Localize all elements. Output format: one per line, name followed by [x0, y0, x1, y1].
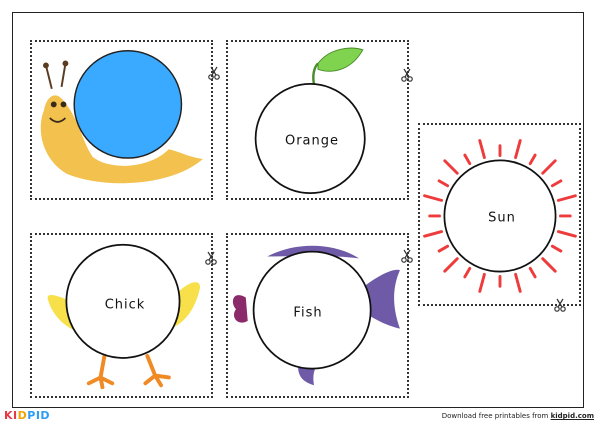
fish-illustration [232, 245, 400, 386]
sun-ray [463, 153, 472, 166]
scissors-icon [400, 249, 414, 263]
scissors-icon [400, 68, 414, 82]
sun-ray [437, 244, 450, 253]
sun-ray [423, 194, 444, 202]
sun-ray [514, 139, 522, 159]
worksheet-frame [12, 12, 584, 408]
sun-illustration [423, 139, 577, 293]
sun-label: Sun [488, 210, 516, 226]
snail-illustration [40, 50, 203, 184]
orange-illustration [254, 47, 366, 195]
scissors-icon [204, 251, 218, 265]
card-snail[interactable] [30, 40, 220, 200]
sun-ray [463, 266, 472, 279]
card-chick[interactable]: Chick [30, 233, 217, 398]
sun-ray [550, 179, 563, 188]
sun-ray [556, 194, 577, 202]
card-fish[interactable]: Fish [226, 233, 413, 398]
fish-label: Fish [293, 305, 323, 321]
sun-ray [443, 159, 459, 175]
sun-ray [556, 230, 577, 238]
kidpid-logo: KIDPID [4, 409, 51, 422]
sun-ray [478, 272, 486, 293]
sun-ray [541, 159, 557, 175]
card-orange[interactable]: Orange [226, 40, 413, 200]
scissors-icon [207, 66, 221, 80]
download-credit: Download free printables from kidpid.com [441, 412, 594, 420]
chick-illustration [47, 243, 201, 390]
sun-ray [437, 179, 450, 188]
sun-ray [550, 244, 563, 253]
card-sun[interactable]: Sun [418, 123, 581, 312]
chick-label: Chick [104, 297, 146, 313]
sun-ray [541, 257, 557, 273]
sun-ray [528, 153, 537, 166]
orange-label: Orange [284, 133, 340, 149]
kidpid-link[interactable]: kidpid.com [550, 412, 594, 420]
scissors-icon [553, 298, 567, 312]
sun-ray [423, 230, 444, 238]
sun-ray [514, 272, 522, 293]
sun-ray [478, 139, 486, 159]
sun-ray [528, 266, 537, 279]
sun-ray [443, 257, 459, 273]
